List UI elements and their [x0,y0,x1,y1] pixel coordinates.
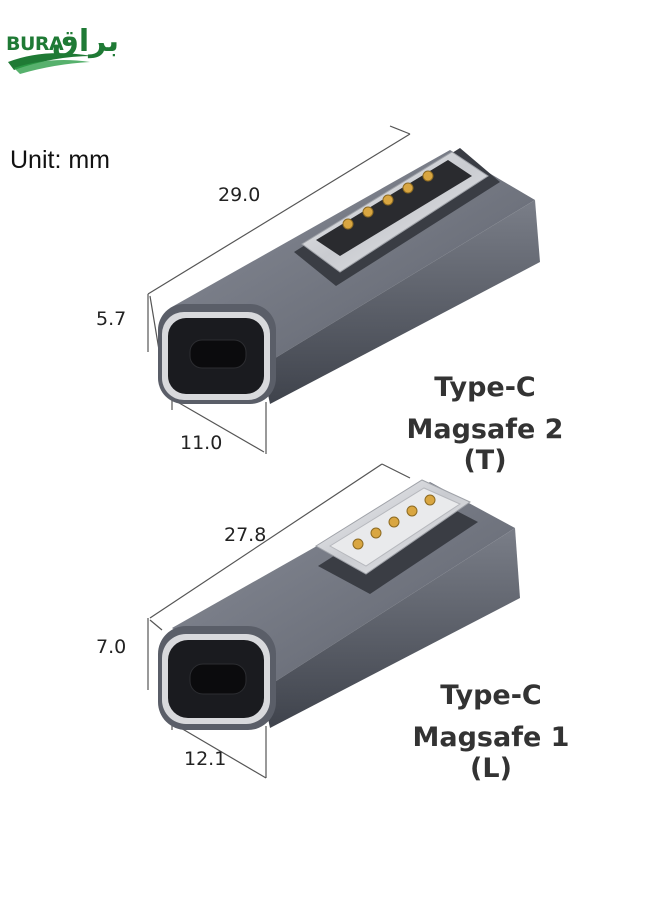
adapter-magsafe2 [147,125,540,454]
brand-logo [4,26,96,74]
model-label-2: Magsafe 1 (L) [412,722,570,784]
magsafe2-pins [342,170,434,230]
length-value-1: 29.0 [218,184,261,206]
height-value-2: 7.0 [96,636,127,658]
width-value-2: 12.1 [184,748,227,770]
logo-arabic-text: براق [52,24,120,59]
type-label-1: Type-C [434,372,536,403]
type-label-2: Type-C [440,680,542,711]
height-value-1: 5.7 [96,308,127,330]
logo-latin-text: BURA [6,33,64,55]
width-value-1: 11.0 [180,432,223,454]
length-value-2: 27.8 [224,524,267,546]
adapter-magsafe1 [147,463,520,779]
logo-swoosh-icon [8,53,92,74]
magsafe1-pins [352,494,436,550]
unit-label: Unit: mm [10,146,110,174]
model-label-1: Magsafe 2 (T) [406,414,564,476]
